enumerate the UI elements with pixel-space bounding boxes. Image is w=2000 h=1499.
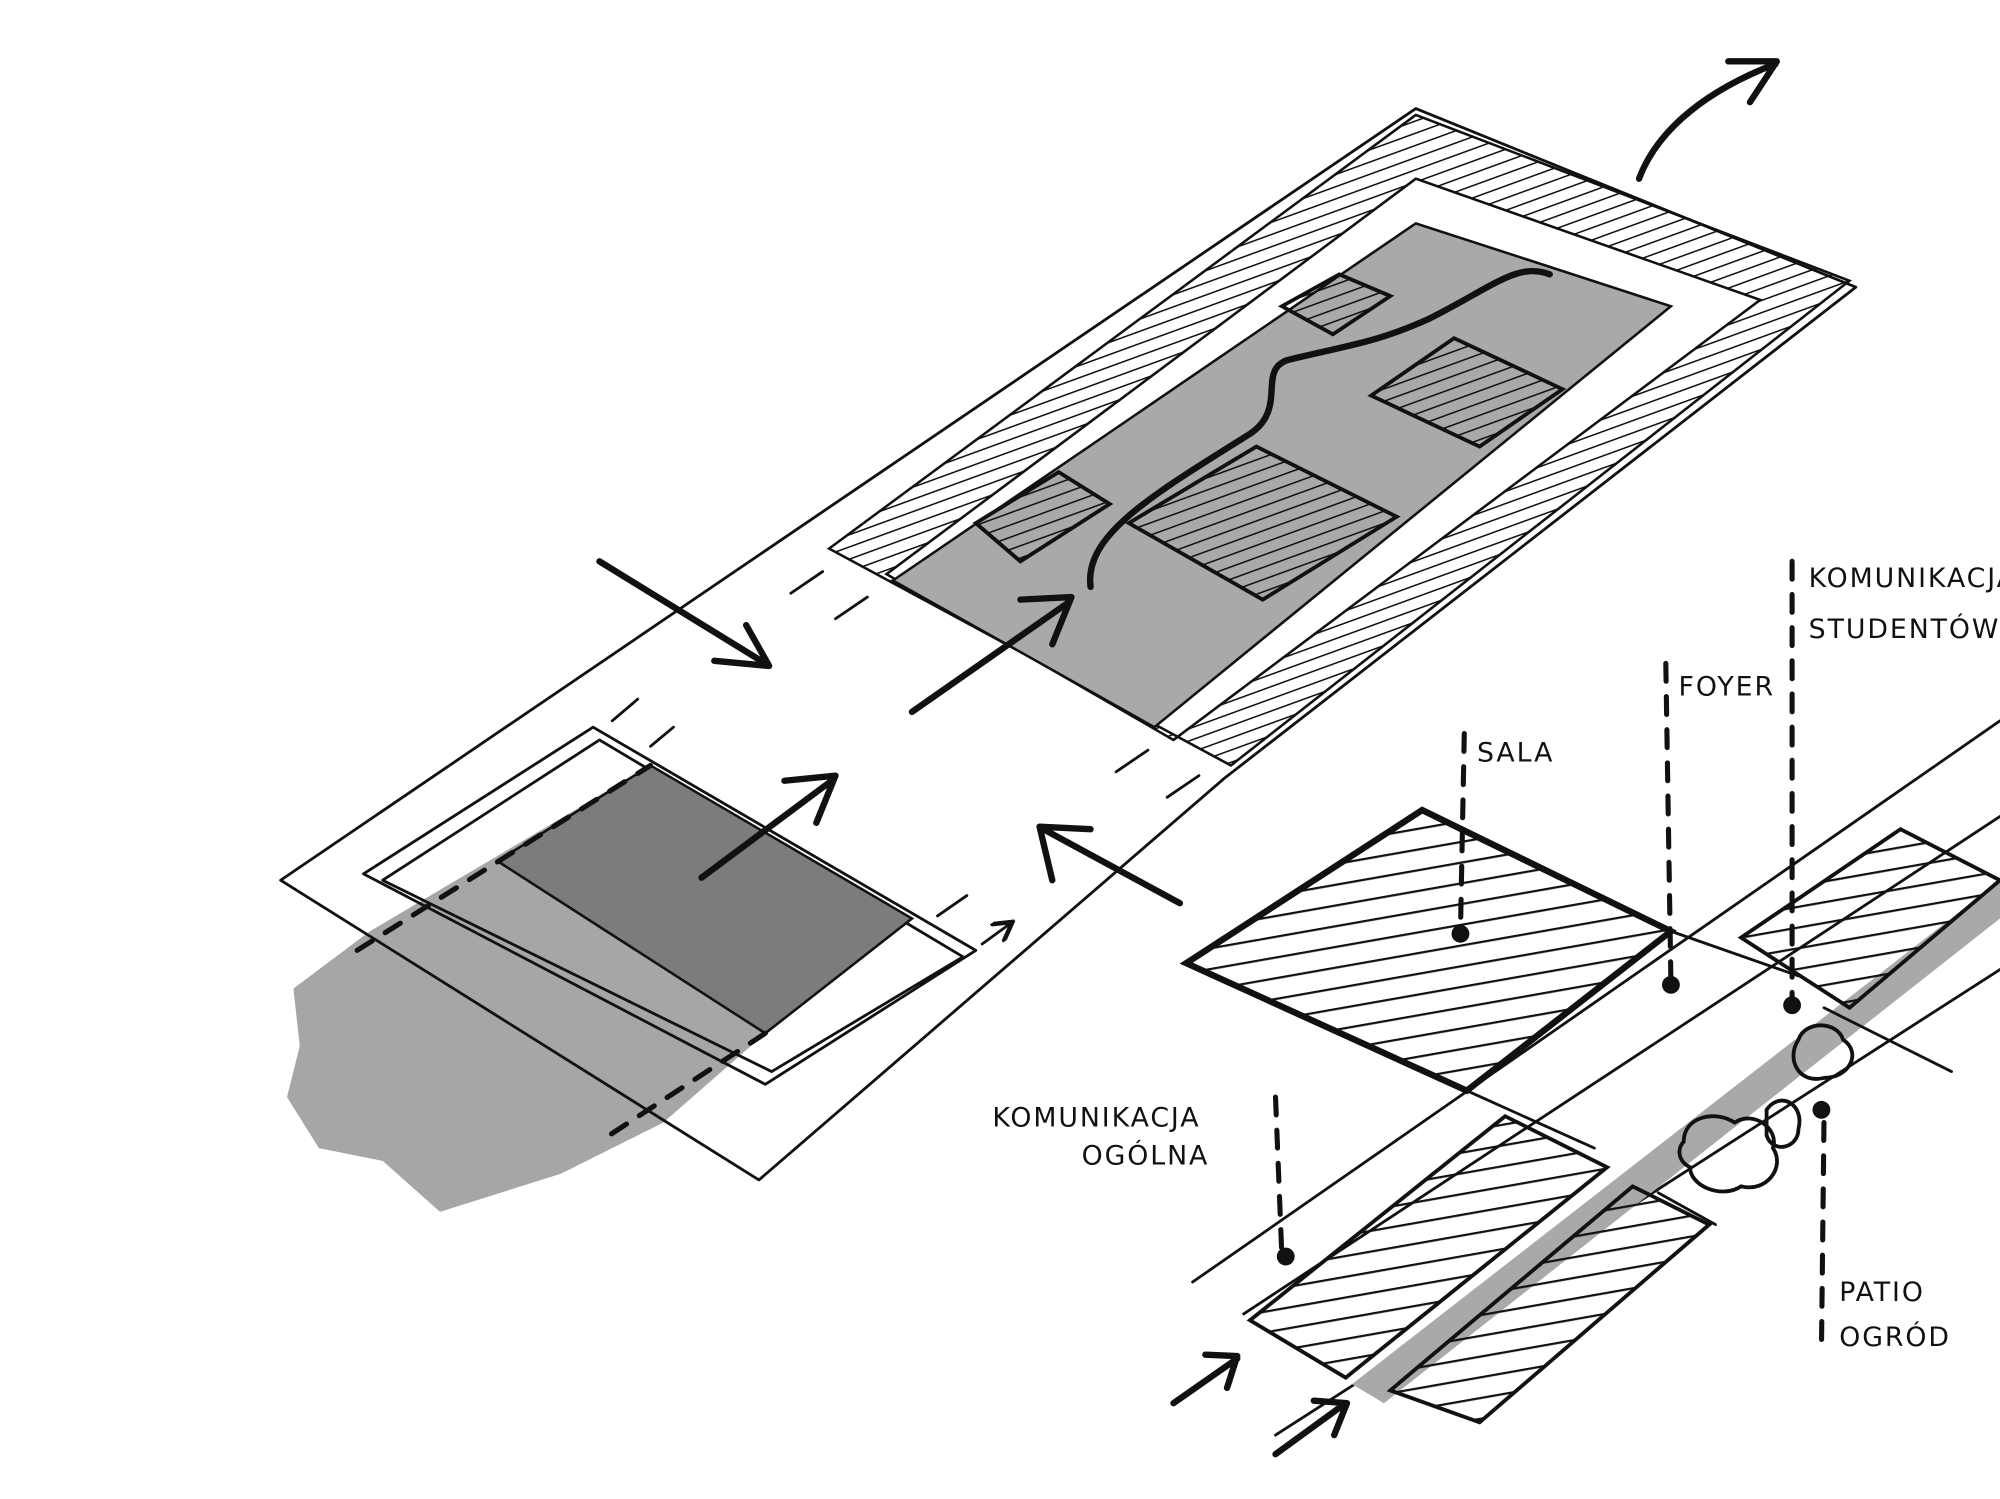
detail-axonometry: [1170, 558, 2000, 1458]
main-slab-outline: [279, 107, 1858, 1182]
slab-inner-frame: [362, 725, 978, 1086]
label-patio-1: PATIO: [1839, 1277, 1925, 1308]
label-general-comm-2: OGÓLNA: [1082, 1140, 1210, 1172]
path-curve: [1086, 267, 1553, 591]
label-patio-2: OGRÓD: [1839, 1321, 1951, 1353]
dark-block: [495, 763, 915, 1035]
hatched-room: [972, 469, 1114, 564]
label-sala: SALA: [1477, 738, 1554, 769]
label-students-comm-1: KOMUNIKACJA: [1809, 563, 2000, 594]
dashed-edge: [354, 762, 768, 1145]
hatched-room: [1277, 272, 1395, 337]
label-general-comm-1: KOMUNIKACJA: [992, 1102, 1200, 1133]
label-students-comm-2: STUDENTÓW: [1809, 613, 2000, 645]
label-foyer: FOYER: [1679, 671, 1775, 702]
hatched-room: [1367, 335, 1567, 449]
hatched-room: [1125, 444, 1401, 602]
flow-arrows: [596, 58, 1780, 946]
sala-hatched: [1179, 806, 1677, 1095]
